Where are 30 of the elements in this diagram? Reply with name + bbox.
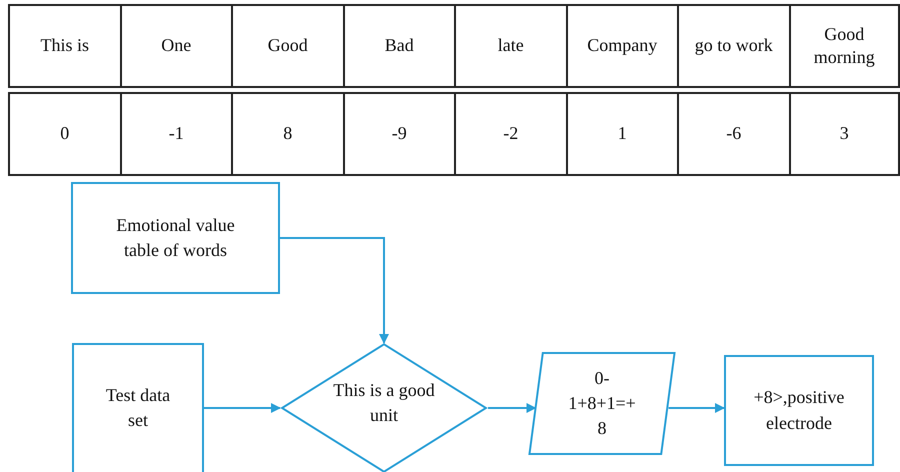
node-text: This is a good unit [332, 378, 436, 427]
process-box [72, 343, 204, 472]
process-box [724, 355, 874, 466]
node-text: +8>,positive electrode [752, 386, 846, 434]
arrow [488, 403, 536, 413]
table-cell: Bad [342, 6, 454, 86]
node-text: Emotional value table of words [115, 214, 236, 262]
arrow [280, 237, 389, 344]
table-cell: -9 [342, 94, 454, 174]
table-cell: Good [231, 6, 342, 86]
table-cell: late [454, 6, 566, 86]
table-cell: 1 [566, 94, 677, 174]
table-cell: This is [8, 6, 120, 86]
table-cell: 3 [788, 94, 900, 174]
table-cell: -6 [677, 94, 788, 174]
table-cell: Company [566, 6, 677, 86]
arrow [204, 403, 281, 413]
table-cell: One [120, 6, 231, 86]
table-cell: -2 [454, 94, 566, 174]
process-box [71, 182, 280, 294]
table-cell: -1 [120, 94, 231, 174]
data-parallelogram [528, 352, 676, 455]
table-cell: Good morning [788, 6, 900, 86]
node-text: Test data set [104, 384, 172, 432]
node-text: 0- 1+8+1=+ 8 [567, 366, 637, 440]
table-cell: go to work [677, 6, 788, 86]
table-cell: 0 [8, 94, 120, 174]
arrow [668, 403, 725, 413]
table-cell: 8 [231, 94, 342, 174]
decision-diamond [280, 343, 488, 472]
